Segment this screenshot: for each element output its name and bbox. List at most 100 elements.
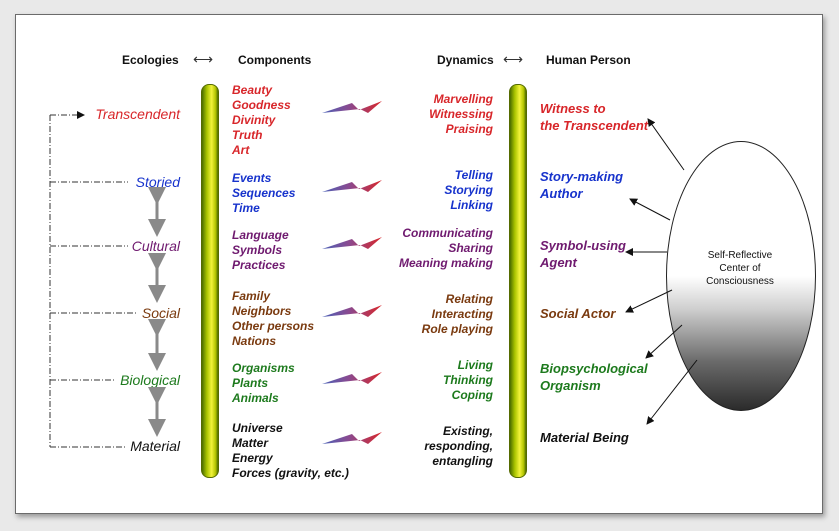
arrow-to-author — [629, 198, 671, 221]
dynamics-cultural-item: Communicating — [402, 226, 493, 240]
person-biological-item: Organism — [540, 378, 601, 393]
lightning-bolt-material — [322, 432, 382, 444]
components-storied-item: Time — [232, 201, 260, 215]
components-social-item: Neighbors — [232, 304, 292, 318]
person-cultural-item: Agent — [540, 255, 577, 270]
ecology-cultural: Cultural — [131, 238, 180, 254]
lightning-bolts — [322, 101, 382, 444]
dynamics-storied-item: Storying — [444, 183, 493, 197]
ecology-biological: Biological — [120, 372, 180, 388]
components-cultural-item: Language — [232, 228, 289, 242]
components-material-item: Matter — [232, 436, 269, 450]
dynamics-material-item: responding, — [424, 439, 493, 453]
lightning-bolt-transcendent — [322, 101, 382, 113]
header-link-arrow-right: ⟷ — [503, 51, 524, 67]
person-social: Social Actor — [540, 305, 615, 322]
components-transcendent-item: Truth — [232, 128, 263, 142]
consciousness-arrows — [625, 118, 698, 425]
arrow-to-witness — [647, 118, 685, 171]
person-material-item: Material Being — [540, 430, 629, 445]
dynamics-biological-item: Coping — [451, 388, 493, 402]
arrow-to-social-actor — [625, 289, 673, 313]
header-dynamics: Dynamics — [437, 53, 494, 67]
center-label: Self-Reflective Center of Consciousness — [672, 249, 808, 288]
person-biological-item: Biopsychological — [540, 361, 648, 376]
person-transcendent-item: Witness to — [540, 101, 606, 116]
components-biological-item: Animals — [232, 391, 279, 405]
person-storied-item: Story-making — [540, 169, 624, 184]
person-storied-item: Author — [540, 186, 583, 201]
components-social-item: Other persons — [232, 319, 315, 333]
human-person-bar — [509, 84, 527, 478]
ecology-storied: Storied — [135, 174, 180, 190]
arrow-to-organism — [645, 324, 683, 359]
center-label-line-2: Center of — [719, 263, 761, 274]
dynamics-social-item: Interacting — [431, 307, 493, 321]
components-biological-item: Organisms — [232, 361, 295, 375]
lightning-bolt-storied — [322, 180, 382, 192]
dynamics-storied-item: Telling — [454, 168, 493, 182]
components-transcendent-item: Art — [232, 143, 250, 157]
components-social-item: Family — [232, 289, 271, 303]
dynamics-transcendent-item: Witnessing — [429, 107, 493, 121]
dynamics-social-item: Role playing — [421, 322, 493, 336]
components-biological-item: Plants — [232, 376, 269, 390]
components-material-item: Forces (gravity, etc.) — [232, 466, 349, 480]
components-social-item: Nations — [232, 334, 277, 348]
dynamics-material-item: Existing, — [442, 424, 493, 438]
lightning-bolt-social — [322, 305, 382, 317]
dynamics-biological-item: Living — [457, 358, 493, 372]
components-material-item: Energy — [232, 451, 273, 465]
lightning-bolt-cultural — [322, 237, 382, 249]
dynamics-material: Existing,responding,entangling — [343, 424, 493, 469]
ecology-social: Social — [141, 305, 180, 321]
person-transcendent-item: the Transcendent — [540, 118, 649, 133]
header-link-arrow-left: ⟷ — [193, 51, 214, 67]
header-ecologies: Ecologies — [122, 53, 179, 67]
center-label-line-1: Self-Reflective — [707, 250, 773, 261]
header-components: Components — [238, 53, 312, 67]
components-storied-item: Events — [232, 171, 272, 185]
dynamics-storied-item: Linking — [450, 198, 493, 212]
dynamics-biological-item: Thinking — [443, 373, 493, 387]
dynamics-social-item: Relating — [445, 292, 493, 306]
lightning-bolt-biological — [322, 372, 382, 384]
components-cultural-item: Symbols — [232, 243, 283, 257]
person-social-item: Social Actor — [540, 306, 616, 321]
person-cultural-item: Symbol-using — [540, 238, 626, 253]
dynamics-material-item: entangling — [432, 454, 493, 468]
dynamics-transcendent-item: Marvelling — [433, 92, 493, 106]
arrow-to-material-being — [646, 359, 698, 425]
dynamics-transcendent-item: Praising — [445, 122, 493, 136]
person-material: Material Being — [540, 429, 629, 446]
components-material-item: Universe — [232, 421, 283, 435]
ecology-connector-lines — [49, 111, 138, 448]
components-bar — [201, 84, 219, 478]
self-reflective-center-ellipse — [666, 141, 816, 411]
components-transcendent-item: Beauty — [232, 83, 273, 97]
components-cultural-item: Practices — [232, 258, 286, 272]
ecology-material: Material — [130, 438, 180, 454]
components-storied-item: Sequences — [232, 186, 296, 200]
components-transcendent-item: Goodness — [232, 98, 291, 112]
person-transcendent: Witness to the Transcendent — [540, 100, 648, 134]
ecology-transcendent: Transcendent — [95, 106, 180, 122]
dynamics-cultural-item: Sharing — [448, 241, 493, 255]
components-transcendent-item: Divinity — [232, 113, 276, 127]
center-label-line-3: Consciousness — [706, 276, 774, 287]
dynamics-cultural-item: Meaning making — [398, 256, 493, 270]
